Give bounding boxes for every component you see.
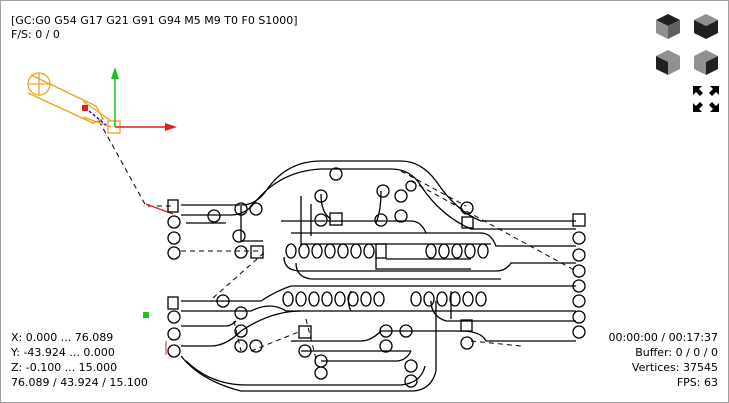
tool-position-marker <box>82 105 88 111</box>
cube-top-icon <box>656 14 680 39</box>
rapid-moves <box>98 120 577 360</box>
front-view-button[interactable] <box>691 11 721 41</box>
origin-marker <box>143 312 149 318</box>
tool-model <box>27 72 121 134</box>
size-text: 76.089 / 43.924 / 15.100 <box>11 376 148 389</box>
axis-gizmo <box>111 67 177 131</box>
y-bounds-text: Y: -43.924 ... 0.000 <box>11 346 115 359</box>
fit-view-button[interactable] <box>691 84 721 114</box>
x-bounds-text: X: 0.000 ... 76.089 <box>11 331 114 344</box>
gcode-state-text: [GC:G0 G54 G17 G21 G91 G94 M5 M9 T0 F0 S… <box>11 14 298 27</box>
z-bounds-text: Z: -0.100 ... 15.000 <box>11 361 118 374</box>
expand-icon <box>693 86 719 112</box>
cube-front-icon <box>694 14 718 39</box>
isometric-view-button[interactable] <box>691 47 721 77</box>
fps-text: FPS: 63 <box>676 376 718 389</box>
cube-isometric-icon <box>694 50 718 75</box>
pcb-traces <box>167 160 586 392</box>
left-view-button[interactable] <box>653 47 683 77</box>
buffer-text: Buffer: 0 / 0 / 0 <box>635 346 718 359</box>
cube-left-icon <box>656 50 680 75</box>
vertices-text: Vertices: 37545 <box>631 361 718 374</box>
feed-speed-text: F/S: 0 / 0 <box>11 28 60 41</box>
time-text: 00:00:00 / 00:17:37 <box>608 331 718 344</box>
top-view-button[interactable] <box>653 11 683 41</box>
